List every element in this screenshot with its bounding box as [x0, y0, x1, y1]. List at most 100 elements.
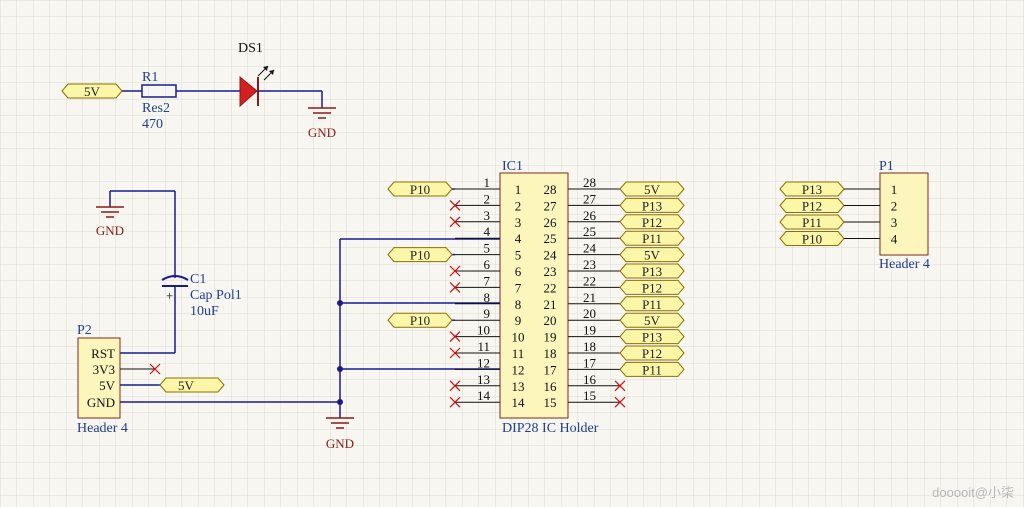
ic1-inner-pin-7: 7 [515, 280, 522, 295]
p1-comment: Header 4 [879, 257, 930, 272]
ic1-pin-num-10: 10 [477, 323, 490, 338]
ic1-pin-num-22: 22 [583, 273, 596, 288]
watermark: dooooit@小柒 [932, 485, 1014, 500]
port-p1-2-label: P11 [802, 215, 822, 230]
port-right-8[interactable] [619, 312, 685, 328]
gnd-label-cap: GND [96, 223, 124, 238]
port-right-3[interactable] [619, 230, 685, 246]
gnd-label-led: GND [308, 125, 336, 140]
ic1-inner-pin-6: 6 [515, 264, 522, 279]
gnd-label-ic: GND [326, 436, 354, 451]
ic1-inner-pin-16: 16 [544, 379, 558, 394]
port-right-7[interactable] [619, 296, 685, 312]
port-p1-0-label: P13 [802, 182, 822, 197]
ic1-inner-pin-23: 23 [544, 264, 557, 279]
ic1-pin-num-5: 5 [484, 241, 491, 256]
ic1-inner-pin-21: 21 [544, 297, 557, 312]
p2-pin-gnd: GND [87, 395, 115, 410]
port-right-5[interactable] [619, 263, 685, 279]
ic1-inner-pin-3: 3 [515, 215, 522, 230]
junction-dot [337, 366, 343, 372]
ic1-designator: IC1 [502, 159, 523, 174]
c1-type: Cap Pol1 [190, 288, 242, 303]
port-5v-p2[interactable] [159, 377, 225, 393]
port-left-1[interactable] [387, 247, 453, 263]
no-connect-icon [449, 281, 461, 293]
no-connect-icon [449, 396, 461, 408]
cap-circuit: GND + C1 Cap Pol1 10uF [96, 190, 242, 354]
r1-designator: R1 [142, 70, 158, 85]
p1-body[interactable] [879, 172, 929, 256]
ic1-inner-pin-26: 26 [544, 215, 558, 230]
p2-comment: Header 4 [77, 421, 128, 436]
header-p2[interactable]: P2 RST 3V3 5V GND Header 4 5V [77, 323, 340, 436]
port-right-0[interactable] [619, 181, 685, 197]
r1-type: Res2 [142, 101, 170, 116]
port-left-0[interactable] [387, 181, 453, 197]
port-right-11[interactable] [619, 361, 685, 377]
port-right-2[interactable] [619, 214, 685, 230]
p2-designator: P2 [77, 323, 92, 338]
ic1-pin-num-8: 8 [484, 290, 491, 305]
ic1-pin-num-7: 7 [484, 273, 491, 288]
led-circuit: 5V R1 Res2 470 DS1 GND [61, 41, 336, 140]
ic1-inner-pin-20: 20 [544, 313, 557, 328]
capacitor-c1-curved-plate[interactable] [161, 275, 189, 281]
ic1-pin-num-20: 20 [583, 306, 596, 321]
no-connect-icon [449, 331, 461, 343]
port-right-5-label: P13 [642, 264, 662, 279]
light-arrow-head [269, 70, 274, 75]
ic1-pin-num-23: 23 [583, 257, 596, 272]
port-right-6[interactable] [619, 279, 685, 295]
port-right-1[interactable] [619, 197, 685, 213]
c1-designator: C1 [190, 272, 206, 287]
ic1-pin-num-17: 17 [583, 355, 597, 370]
port-right-7-label: P11 [642, 297, 662, 312]
port-p1-1-label: P12 [802, 199, 822, 214]
ic1-inner-pin-8: 8 [515, 297, 522, 312]
port-left-0-label: P10 [410, 182, 430, 197]
ic1-pin-num-15: 15 [583, 388, 596, 403]
r1-value: 470 [142, 117, 163, 132]
ic1-pin-num-25: 25 [583, 224, 596, 239]
junction-dot [337, 300, 343, 306]
ic1-pin-num-1: 1 [484, 175, 491, 190]
junction-dot [337, 399, 343, 405]
port-right-10-label: P12 [642, 346, 662, 361]
port-right-9-label: P13 [642, 330, 662, 345]
ic1-inner-pin-19: 19 [544, 330, 557, 345]
port-right-3-label: P11 [642, 231, 662, 246]
port-right-4[interactable] [619, 247, 685, 263]
port-left-2[interactable] [387, 312, 453, 328]
ic1-pin-num-21: 21 [583, 290, 596, 305]
ic1-inner-pin-11: 11 [512, 346, 525, 361]
port-5v-led-label: 5V [84, 84, 101, 99]
ic1-inner-pin-9: 9 [515, 313, 522, 328]
port-left-1-label: P10 [410, 248, 430, 263]
ic1-comment: DIP28 IC Holder [502, 421, 599, 436]
port-right-9[interactable] [619, 329, 685, 345]
ic1-pin-num-12: 12 [477, 355, 490, 370]
no-connect-icon [449, 265, 461, 277]
ic1-pin-num-18: 18 [583, 339, 596, 354]
ic1-inner-pin-25: 25 [544, 231, 557, 246]
p2-body[interactable] [77, 337, 121, 419]
no-connect-icon [449, 199, 461, 211]
ic1-inner-pin-17: 17 [544, 362, 558, 377]
p2-pin-rst: RST [91, 346, 115, 361]
port-right-10[interactable] [619, 345, 685, 361]
no-connect-icon [449, 347, 461, 359]
c1-polarity-mark: + [166, 288, 173, 303]
ic1-pin-num-28: 28 [583, 175, 596, 190]
ic1-pin-num-14: 14 [477, 388, 491, 403]
led-ds1-icon[interactable] [239, 75, 258, 108]
ic1-body[interactable] [499, 172, 569, 419]
ic1-inner-pin-12: 12 [512, 362, 525, 377]
ic1-inner-pin-22: 22 [544, 280, 557, 295]
ic1-inner-pin-5: 5 [515, 248, 522, 263]
no-connect-icon [449, 216, 461, 228]
p1-pin-num-4: 4 [891, 232, 898, 247]
